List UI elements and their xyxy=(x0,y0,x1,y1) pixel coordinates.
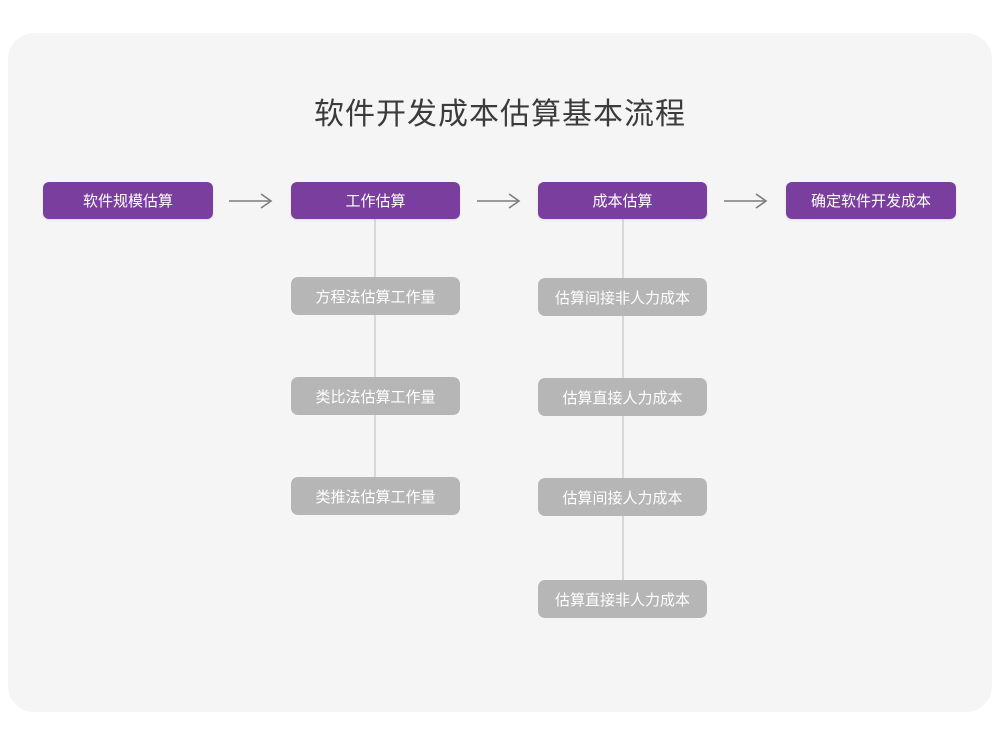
flow-node-effort-estimation[interactable]: 工作估算 xyxy=(291,182,460,219)
flow-node-final-cost[interactable]: 确定软件开发成本 xyxy=(786,182,956,219)
branch-node-effort-analogy[interactable]: 类比法估算工作量 xyxy=(291,377,460,415)
branch-node-indirect-labor-cost[interactable]: 估算间接人力成本 xyxy=(538,478,707,516)
connector-line-effort-branch xyxy=(374,219,376,499)
branch-node-direct-labor-cost[interactable]: 估算直接人力成本 xyxy=(538,378,707,416)
arrow-icon-1 xyxy=(229,193,273,209)
arrow-icon-2 xyxy=(477,193,521,209)
flow-node-cost-estimation[interactable]: 成本估算 xyxy=(538,182,707,219)
flow-node-software-size-estimation[interactable]: 软件规模估算 xyxy=(43,182,213,219)
branch-node-indirect-nonlabor-cost[interactable]: 估算间接非人力成本 xyxy=(538,278,707,316)
page-title: 软件开发成本估算基本流程 xyxy=(314,98,686,131)
branch-node-effort-inference[interactable]: 类推法估算工作量 xyxy=(291,477,460,515)
branch-node-effort-equation[interactable]: 方程法估算工作量 xyxy=(291,277,460,315)
arrow-icon-3 xyxy=(724,193,768,209)
branch-node-direct-nonlabor-cost[interactable]: 估算直接非人力成本 xyxy=(538,580,707,618)
diagram-canvas xyxy=(8,33,992,712)
